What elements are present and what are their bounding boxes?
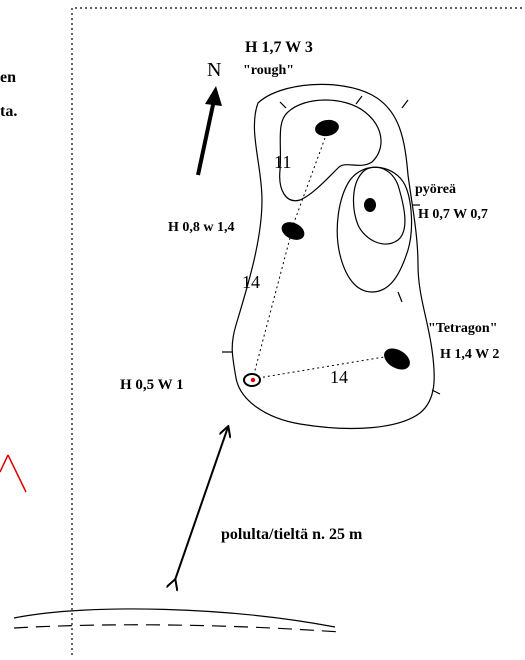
stone-left — [281, 222, 305, 240]
cut-text-line2: ta. — [0, 103, 18, 120]
stone-bottom-red-dot — [250, 377, 256, 383]
outer-contour-ticks — [222, 95, 441, 395]
line-left-bottom — [253, 237, 291, 375]
stone-top — [315, 119, 339, 137]
line-top-left — [291, 137, 326, 229]
distance-top-left: 11 — [274, 152, 292, 172]
inner-contour-round — [353, 166, 406, 245]
round-stone-name: pyöreä — [415, 182, 456, 197]
cut-text-line1: en — [0, 69, 16, 86]
inner-contour-ring — [336, 166, 413, 293]
north-label: N — [207, 59, 222, 81]
distance-bottom-tetra: 14 — [330, 367, 348, 387]
stone-tetra — [384, 348, 410, 370]
stone-round — [364, 198, 376, 212]
road-line-bottom — [13, 624, 341, 633]
north-arrow-icon — [196, 86, 222, 176]
left-stone-size: H 0,8 w 1,4 — [168, 220, 235, 235]
inner-contour-top — [279, 99, 382, 202]
round-stone-size: H 0,7 W 0,7 — [418, 207, 488, 222]
tetra-stone-size: H 1,4 W 2 — [440, 347, 500, 362]
bottom-stone-size: H 0,5 W 1 — [120, 377, 184, 393]
stones — [281, 119, 410, 370]
path-distance-label: polulta/tieltä n. 25 m — [221, 526, 363, 543]
map-frame-border — [71, 7, 525, 655]
red-mark — [0, 454, 27, 493]
distance-left-bottom: 14 — [242, 272, 260, 292]
outer-contour — [231, 83, 435, 430]
top-stone-size: H 1,7 W 3 — [245, 39, 313, 56]
tetra-stone-name: "Tetragon" — [428, 321, 498, 336]
distance-arrow — [175, 427, 228, 580]
top-stone-name: "rough" — [243, 63, 295, 78]
road-line-top — [13, 608, 336, 628]
connection-lines — [253, 137, 391, 379]
line-bottom-tetra — [257, 355, 391, 379]
